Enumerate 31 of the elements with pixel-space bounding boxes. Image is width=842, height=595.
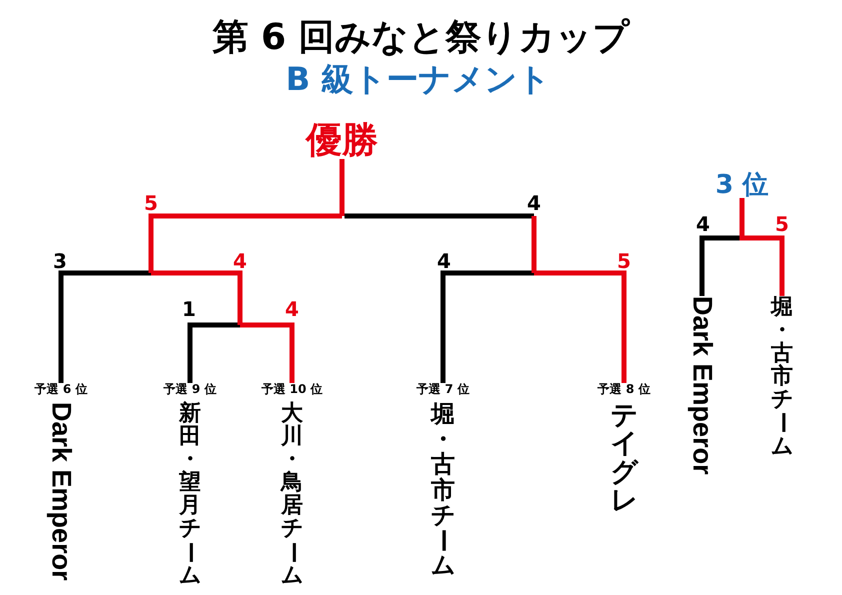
team-name: 堀・古市チーム <box>431 402 455 578</box>
score-label: 4 <box>696 214 710 234</box>
team-name: テイグレ <box>610 402 638 516</box>
score-label: 5 <box>617 251 631 271</box>
score-label: 4 <box>285 299 299 319</box>
score-label: 4 <box>437 251 451 271</box>
seed-label: 予選 7 位 <box>416 383 470 395</box>
subtitle: B 級トーナメント <box>286 63 550 95</box>
score-label: 5 <box>144 193 158 213</box>
score-label: 4 <box>233 251 247 271</box>
score-label: 1 <box>182 299 196 319</box>
bracket-line <box>532 216 536 273</box>
seed-label: 予選 8 位 <box>598 383 650 395</box>
bracket-line <box>148 214 342 273</box>
seed-label: 予選 9 位 <box>164 383 216 395</box>
bracket-line <box>151 270 242 325</box>
team-name: 大川・鳥居チーム <box>281 402 303 587</box>
team-name: Dark Emperor <box>688 296 716 475</box>
seed-label: 予選 10 位 <box>261 383 323 395</box>
seed-label: 予選 6 位 <box>34 383 88 395</box>
bracket-line <box>344 214 534 218</box>
bracket-line <box>740 198 784 296</box>
team-name: 堀・古市チーム <box>771 296 793 458</box>
diagram-title: 第 6 回みなと祭りカップ <box>212 20 630 56</box>
score-label: 5 <box>775 214 789 234</box>
team-name: Dark Emperor <box>48 402 74 581</box>
score-label: 3 <box>53 251 67 271</box>
score-label: 4 <box>527 193 541 213</box>
winner-heading: 優勝 <box>306 123 378 159</box>
team-name: 新田・望月チーム <box>179 402 201 587</box>
third-place-heading: 3 位 <box>715 172 769 198</box>
